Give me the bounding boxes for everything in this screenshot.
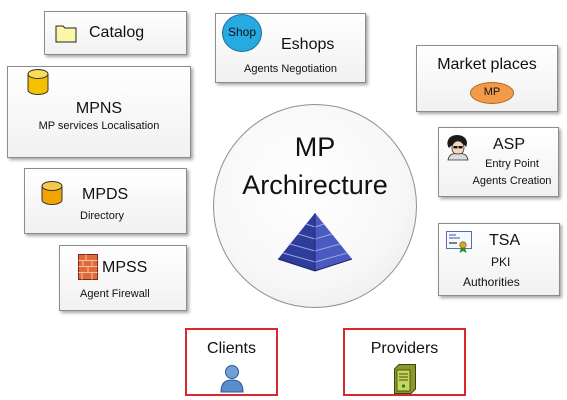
center-title-line2: Archirecture [242, 170, 388, 200]
user-icon [220, 365, 244, 393]
server-icon [394, 364, 416, 394]
asp-subtitle-line1: Entry Point [485, 158, 539, 170]
shop-icon: Shop [222, 14, 262, 52]
agent-icon [447, 135, 469, 161]
mp-badge-label: MP [483, 86, 501, 98]
asp-box: ASP Entry Point Agents Creation [438, 127, 559, 197]
marketplaces-box: Market places MP [416, 45, 558, 112]
mpns-box: MPNS MP services Localisation [7, 66, 191, 158]
pyramid-icon [277, 213, 353, 272]
clients-box: Clients [185, 328, 278, 396]
mpss-title: MPSS [102, 259, 148, 276]
eshops-subtitle: Agents Negotiation [244, 63, 337, 75]
asp-subtitle-line2: Agents Creation [472, 175, 552, 187]
center-title-line1: MP [294, 132, 336, 162]
mpns-subtitle: MP services Localisation [38, 120, 160, 132]
providers-box: Providers [343, 328, 466, 396]
tsa-title: TSA [489, 232, 521, 249]
marketplaces-title: Market places [437, 56, 537, 73]
database-icon [27, 69, 49, 95]
mpss-box: MPSS Agent Firewall [59, 245, 187, 311]
shop-badge-label: Shop [227, 25, 257, 39]
mp-architecture-circle: MP Archirecture [213, 104, 417, 308]
folder-icon [55, 25, 77, 43]
certificate-icon [446, 231, 472, 253]
mpss-subtitle: Agent Firewall [80, 288, 150, 300]
mpds-subtitle: Directory [80, 210, 125, 222]
catalog-box: Catalog [44, 11, 187, 55]
tsa-subtitle-line1: PKI [491, 255, 511, 269]
mpds-title: MPDS [82, 186, 129, 203]
tsa-subtitle-line2: Authorities [463, 275, 520, 289]
mp-badge: MP [470, 82, 514, 104]
eshops-box: Shop Eshops Agents Negotiation [215, 13, 366, 83]
mpns-title: MPNS [75, 100, 123, 117]
firewall-icon [78, 254, 98, 280]
mpds-box: MPDS Directory [24, 168, 187, 234]
clients-title: Clients [207, 340, 256, 357]
database-icon [41, 181, 63, 205]
providers-title: Providers [370, 340, 439, 357]
eshops-title: Eshops [281, 36, 335, 53]
tsa-box: TSA PKI Authorities [438, 223, 560, 296]
catalog-title: Catalog [89, 24, 145, 41]
asp-title: ASP [493, 136, 526, 153]
